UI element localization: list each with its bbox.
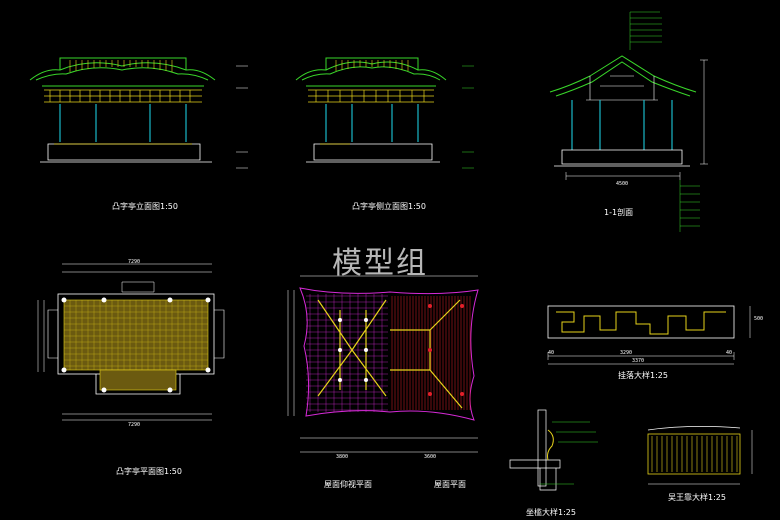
dim-plan-bottom: 7290 — [128, 422, 141, 428]
section-annotation-leaders — [629, 11, 700, 232]
side-bracket-band — [308, 89, 434, 103]
dim-roof-width-2: 3600 — [424, 454, 437, 460]
front-bracket-band — [44, 89, 202, 103]
bench-leaders — [540, 421, 598, 485]
side-level-marks — [462, 65, 474, 169]
dim-hang-sub: 3370 — [632, 358, 645, 364]
section-rafters — [586, 75, 658, 101]
roof-plan-red-markers — [428, 304, 464, 396]
dim-hang-right: 40 — [726, 350, 733, 356]
railing-balusters — [651, 436, 738, 472]
railing-back-top — [647, 426, 741, 431]
hanging-lattice-frame — [547, 305, 735, 339]
railing-detail — [647, 426, 753, 485]
side-base — [306, 143, 440, 163]
section-base — [554, 149, 690, 167]
hanging-lattice-dims — [547, 306, 751, 365]
pavilion-plan — [37, 263, 225, 421]
dim-section-width: 4500 — [616, 181, 629, 187]
front-roof — [29, 57, 216, 87]
caption-roof-plan: 屋面平面 — [434, 480, 466, 489]
front-level-marks — [236, 65, 248, 169]
side-elevation — [295, 57, 474, 169]
dim-plan-top: 7290 — [128, 259, 141, 265]
hanging-lattice-detail — [547, 305, 751, 365]
caption-side-elevation: 凸字亭侧立面图1:50 — [352, 202, 426, 211]
section-columns — [571, 100, 673, 150]
dim-hang-left: 40 — [548, 350, 555, 356]
roof-underside-joints — [338, 318, 368, 382]
plan-bump-outline — [95, 374, 181, 395]
caption-roof-underside: 屋面仰视平面 — [324, 480, 372, 489]
section-roof — [549, 55, 697, 97]
hanging-lattice-pattern — [556, 311, 726, 335]
front-elevation — [29, 57, 248, 169]
bench-ornament — [547, 429, 554, 461]
roof-underside-rafters — [317, 299, 387, 397]
roof-underside-lattice — [306, 294, 388, 412]
caption-railing: 吴王靠大样1:25 — [668, 493, 726, 502]
plan-columns — [61, 297, 211, 393]
railing-frame — [647, 433, 741, 475]
dim-hang-height: 500 — [754, 316, 764, 322]
roof-plan-tile-hatch — [391, 296, 471, 410]
railing-dims — [648, 430, 753, 485]
roof-plan-outline — [299, 287, 479, 421]
section-1-1 — [549, 11, 708, 232]
caption-bench: 坐槛大样1:25 — [526, 508, 576, 517]
bench-seat — [509, 459, 561, 491]
roof-plans — [287, 275, 479, 453]
caption-front-elevation: 凸字亭立面图1:50 — [112, 202, 178, 211]
side-columns — [325, 104, 419, 142]
caption-hanging-lattice: 挂落大样1:25 — [618, 371, 668, 380]
front-columns — [59, 104, 187, 142]
caption-section: 1-1剖面 — [604, 208, 634, 217]
roof-dimension-lines — [287, 275, 478, 453]
caption-plan: 凸字亭平面图1:50 — [116, 467, 182, 476]
side-roof-tiles — [335, 60, 409, 71]
dim-roof-width-1: 3800 — [336, 454, 349, 460]
plan-floor-grid — [64, 300, 208, 370]
bench-post — [537, 409, 547, 487]
side-roof — [295, 57, 447, 87]
plan-dimension-frame — [37, 263, 212, 421]
watermark-text: 模型组 — [332, 246, 428, 281]
bench-detail — [509, 409, 598, 491]
roof-plan-ridges — [390, 299, 463, 409]
plan-side-wings — [47, 309, 225, 359]
front-roof-tiles — [69, 60, 173, 72]
section-dimension-lines — [565, 59, 708, 180]
plan-bump-hatch — [99, 369, 177, 391]
front-base — [40, 143, 212, 163]
dim-hang-total: 3290 — [620, 350, 633, 356]
